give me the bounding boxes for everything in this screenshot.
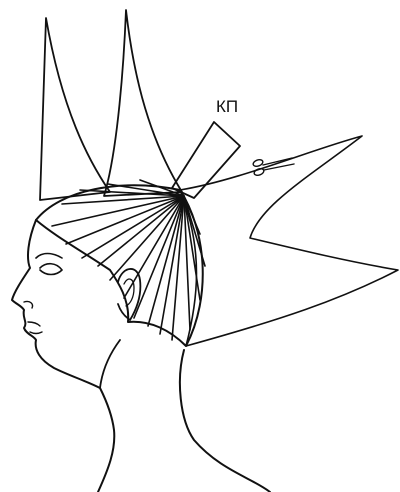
neck-back	[180, 350, 270, 492]
nostril	[24, 301, 33, 308]
eye	[36, 254, 62, 275]
scissors-icon	[252, 158, 294, 177]
hair-strand-fan-right	[180, 136, 398, 346]
face-profile	[12, 220, 114, 492]
control-strand-label: КП	[216, 97, 238, 116]
neck-front	[100, 340, 120, 388]
control-strand	[172, 122, 240, 198]
hair-spike-left	[40, 18, 110, 200]
lips	[28, 322, 42, 334]
hair-spike-middle	[104, 10, 182, 196]
